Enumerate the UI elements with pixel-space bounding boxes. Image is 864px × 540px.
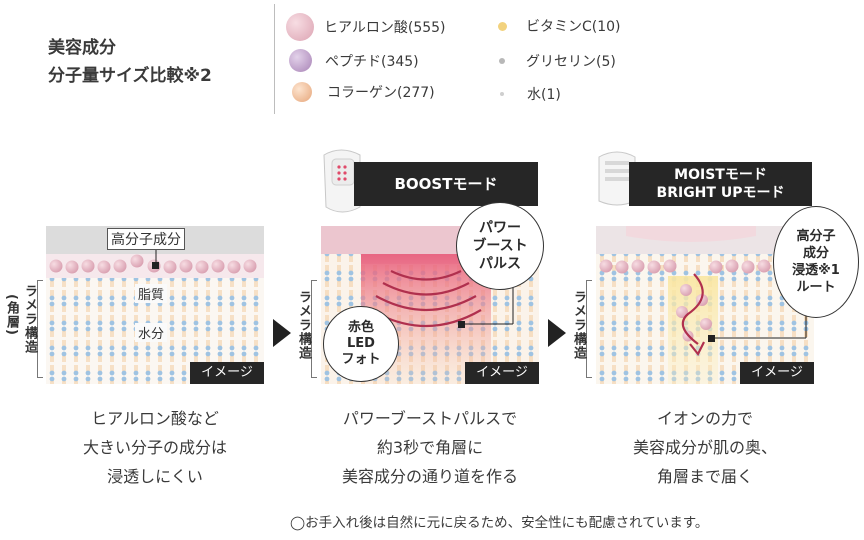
- caption-line: イオンの力で: [656, 409, 753, 428]
- header-divider: [274, 4, 275, 114]
- step-arrow-2: [548, 319, 566, 347]
- image-tag: イメージ: [190, 362, 264, 384]
- diagram-title: 美容成分 分子量サイズ比較※2: [48, 34, 212, 90]
- water-label: 水分: [135, 323, 168, 342]
- caption-line: 約3秒で角層に: [376, 438, 484, 457]
- lamella-label: ラメラ構造: [22, 284, 37, 354]
- legend-label: グリセリン(5): [526, 54, 616, 70]
- bubble-line: 成分: [802, 246, 829, 261]
- bubble-line: LED: [347, 336, 375, 351]
- legend-label: 水(1): [527, 87, 561, 103]
- lamella-label: ラメラ構造: [296, 290, 311, 360]
- legend-item-hyaluronic: ヒアルロン酸(555): [286, 13, 446, 41]
- polymer-label: 高分子成分: [107, 228, 185, 250]
- legend-label: ビタミンC(10): [526, 19, 621, 35]
- image-tag: イメージ: [740, 362, 814, 384]
- bubble-line: 高分子: [796, 229, 836, 244]
- bubble-line: フォト: [341, 352, 381, 367]
- caption-line: 浸透しにくい: [107, 467, 203, 486]
- legend-item-peptide: ペプチド(345): [289, 49, 419, 72]
- legend-item-water: 水(1): [500, 84, 561, 104]
- caption-moist: イオンの力で 美容成分が肌の奥、 角層まで届く: [585, 404, 825, 491]
- peptide-molecule-icon: [289, 49, 312, 72]
- penetration-route-bubble: 高分子 成分 浸透※1 ルート: [773, 206, 859, 318]
- panel-before: 高分子成分 脂質 水分 イメージ: [46, 226, 264, 384]
- lamella-bracket: [311, 280, 317, 378]
- legend-label: コラーゲン(277): [327, 85, 435, 101]
- lamella-bracket: [37, 280, 43, 378]
- legend-item-collagen: コラーゲン(277): [292, 82, 435, 102]
- mode-line: MOISTモード: [674, 167, 767, 183]
- hyaluronic-molecule-icon: [286, 13, 314, 41]
- water-molecule-icon: [500, 92, 504, 96]
- mode-line: BRIGHT UPモード: [656, 185, 785, 201]
- collagen-molecule-icon: [292, 82, 312, 102]
- lipid-label: 脂質: [135, 284, 168, 303]
- caption-boost: パワーブーストパルスで 約3秒で角層に 美容成分の通り道を作る: [310, 404, 550, 491]
- safety-note: ◯お手入れ後は自然に元に戻るため、安全性にも配慮されています。: [290, 515, 709, 531]
- legend-label: ヒアルロン酸(555): [324, 20, 446, 36]
- caption-line: 大きい分子の成分は: [82, 438, 227, 457]
- hyaluronic-molecules: [49, 254, 257, 274]
- bubble-line: ルート: [796, 280, 836, 295]
- bubble-line: パワー: [479, 220, 521, 236]
- caption-line: ヒアルロン酸など: [91, 409, 219, 428]
- vitamin-c-molecule-icon: [498, 21, 507, 31]
- step-arrow-1: [273, 319, 291, 347]
- glycerin-molecule-icon: [499, 58, 505, 64]
- moist-bright-mode-label: MOISTモード BRIGHT UPモード: [629, 162, 812, 206]
- image-tag: イメージ: [465, 362, 539, 384]
- boost-mode-label: BOOSTモード: [354, 162, 538, 206]
- legend-item-vitamin-c: ビタミンC(10): [498, 16, 621, 36]
- caption-line: 美容成分が肌の奥、: [632, 438, 777, 457]
- pulse-bubble: パワー ブースト パルス: [456, 202, 544, 290]
- legend-item-glycerin: グリセリン(5): [499, 51, 616, 71]
- red-led-bubble: 赤色 LED フォト: [323, 306, 399, 382]
- title-line-2: 分子量サイズ比較※2: [48, 66, 212, 86]
- title-line-1: 美容成分: [48, 38, 116, 58]
- stratum-corneum-label: (角層): [4, 294, 19, 336]
- legend-label: ペプチド(345): [325, 53, 419, 70]
- bubble-line: 赤色: [347, 320, 374, 335]
- bubble-line: 浸透※1: [792, 263, 840, 278]
- caption-line: 角層まで届く: [656, 467, 753, 486]
- bubble-line: パルス: [479, 256, 521, 272]
- lamella-bracket: [586, 280, 592, 378]
- caption-line: 美容成分の通り道を作る: [341, 467, 518, 486]
- lamella-label: ラメラ構造: [571, 290, 586, 360]
- boost-device-icon: [318, 147, 364, 215]
- caption-before: ヒアルロン酸など 大きい分子の成分は 浸透しにくい: [35, 404, 275, 491]
- bubble-line: ブースト: [472, 238, 528, 254]
- caption-line: パワーブーストパルスで: [342, 409, 518, 428]
